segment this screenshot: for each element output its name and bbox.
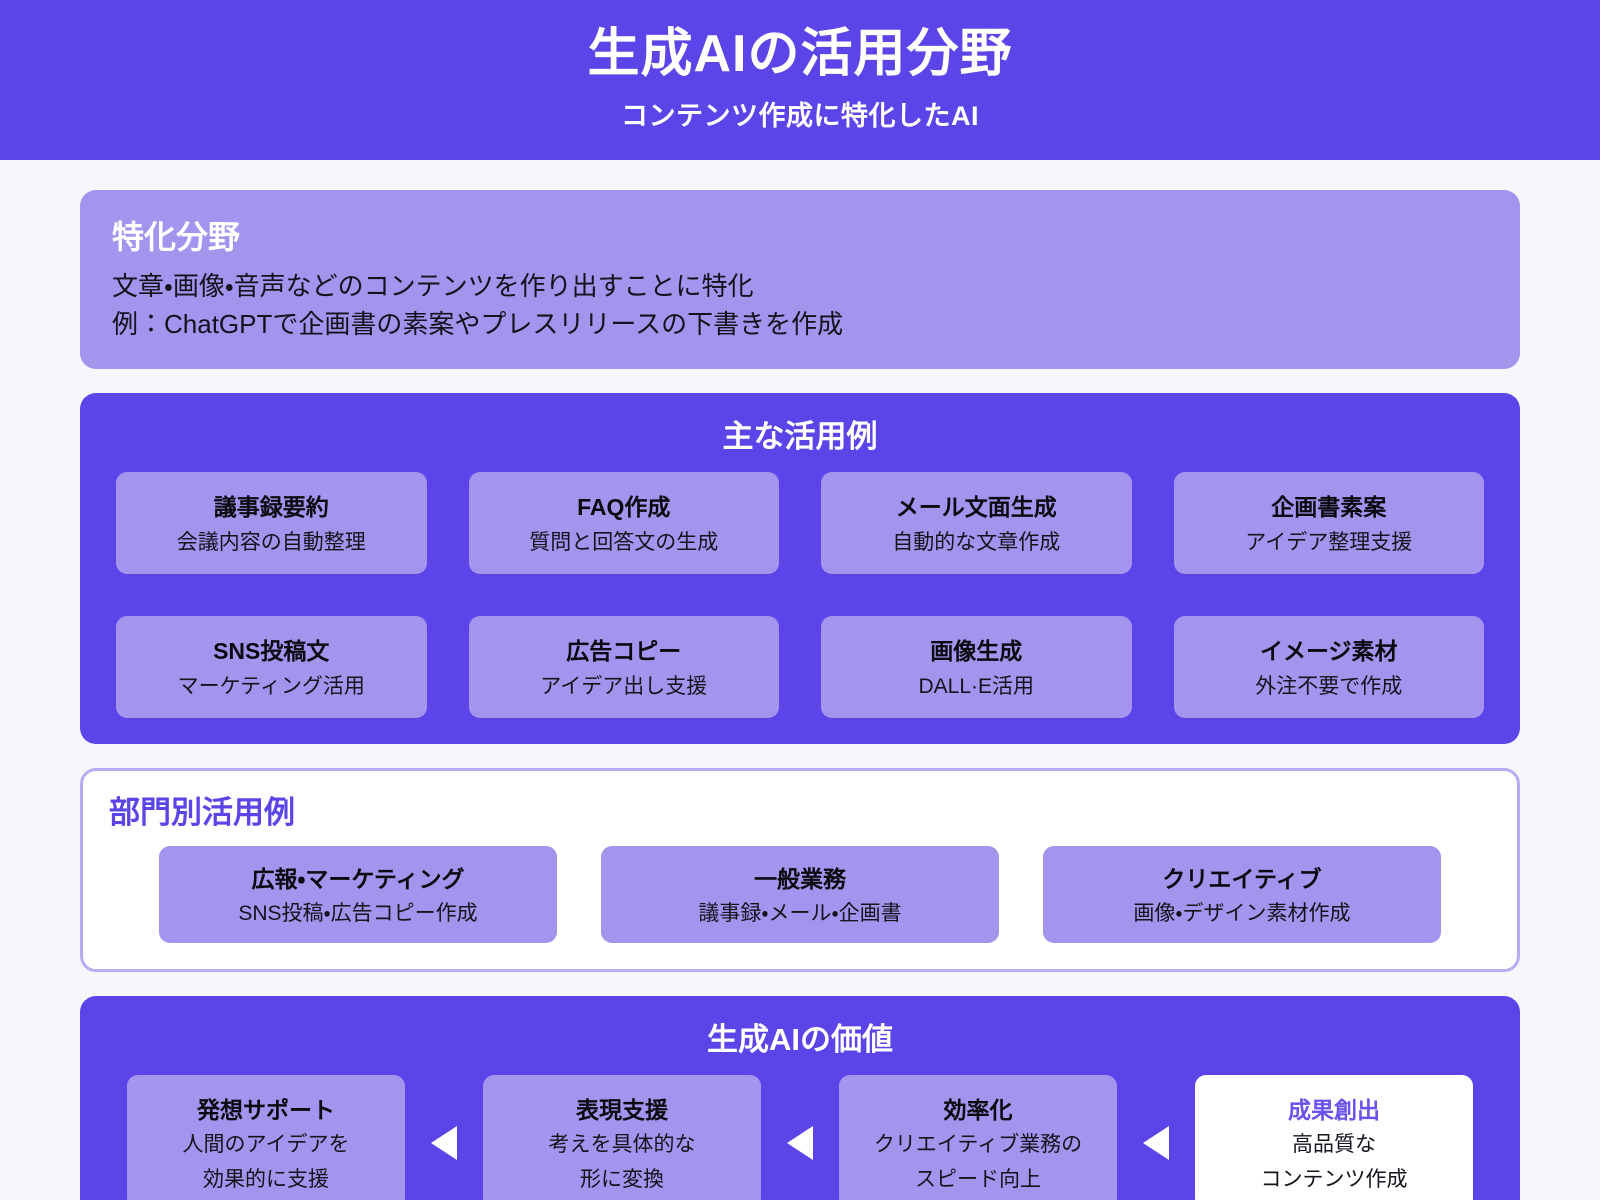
usage-card-title: 広告コピー: [566, 638, 682, 665]
content-area: 特化分野 文章・画像・音声などのコンテンツを作り出すことに特化 例：ChatGP…: [0, 160, 1600, 1200]
value-step-desc-line-1: 人間のアイデアを: [182, 1133, 350, 1157]
value-step-desc-line-2: 形に変換: [580, 1167, 664, 1191]
flow-arrow-left-icon: [1117, 1075, 1195, 1200]
usage-card[interactable]: SNS投稿文 マーケティング活用: [116, 616, 427, 719]
value-step-desc-line-2: コンテンツ作成: [1260, 1167, 1408, 1191]
page-title: 生成AIの活用分野: [587, 25, 1013, 84]
department-card-desc: 画像・デザイン素材作成: [1133, 902, 1351, 926]
value-section-title: 生成AIの価値: [707, 1022, 893, 1058]
department-card[interactable]: 広報・マーケティング SNS投稿・広告コピー作成: [159, 846, 557, 944]
usage-card[interactable]: メール文面生成 自動的な文章作成: [821, 472, 1132, 575]
usage-card-title: SNS投稿文: [213, 638, 330, 665]
value-step-desc-line-1: 考えを具体的な: [548, 1133, 696, 1157]
value-step-card[interactable]: 発想サポート 人間のアイデアを 効果的に支援: [127, 1075, 405, 1200]
usage-examples-section: 主な活用例 議事録要約 会議内容の自動整理 FAQ作成 質問と回答文の生成 メー…: [80, 393, 1520, 745]
value-section: 生成AIの価値 発想サポート 人間のアイデアを 効果的に支援 表現支援 考えを具…: [80, 996, 1520, 1200]
usage-card-desc: DALL·E活用: [918, 675, 1035, 699]
flow-arrow-left-icon: [405, 1075, 483, 1200]
department-card[interactable]: 一般業務 議事録・メール・企画書: [601, 846, 999, 944]
value-flow: 発想サポート 人間のアイデアを 効果的に支援 表現支援 考えを具体的な 形に変換…: [116, 1075, 1484, 1200]
specialty-line-1: 文章・画像・音声などのコンテンツを作り出すことに特化: [112, 271, 754, 301]
usage-card[interactable]: FAQ作成 質問と回答文の生成: [468, 472, 779, 575]
value-step-desc-line-1: 高品質な: [1292, 1133, 1376, 1157]
usage-card-title: 議事録要約: [213, 494, 329, 521]
usage-section-title: 主な活用例: [722, 419, 878, 455]
department-card-title: クリエイティブ: [1162, 866, 1322, 893]
usage-card-title: FAQ作成: [577, 494, 671, 521]
department-section-title: 部門別活用例: [109, 795, 295, 831]
usage-card-desc: アイデア整理支援: [1245, 531, 1413, 555]
usage-card[interactable]: 広告コピー アイデア出し支援: [468, 616, 779, 719]
department-card-grid: 広報・マーケティング SNS投稿・広告コピー作成 一般業務 議事録・メール・企画…: [109, 846, 1491, 944]
usage-card[interactable]: 企画書素案 アイデア整理支援: [1173, 472, 1484, 575]
triangle-left-icon: [431, 1125, 457, 1160]
specialty-section: 特化分野 文章・画像・音声などのコンテンツを作り出すことに特化 例：ChatGP…: [80, 190, 1520, 370]
usage-card-desc: 会議内容の自動整理: [176, 531, 366, 555]
triangle-left-icon: [787, 1125, 813, 1160]
department-card-title: 一般業務: [754, 866, 846, 893]
triangle-left-icon: [1143, 1125, 1169, 1160]
usage-card-desc: アイデア出し支援: [540, 675, 708, 699]
department-examples-section: 部門別活用例 広報・マーケティング SNS投稿・広告コピー作成 一般業務 議事録…: [80, 768, 1520, 973]
value-step-desc-line-2: スピード向上: [915, 1167, 1041, 1191]
flow-arrow-left-icon: [761, 1075, 839, 1200]
department-card-desc: SNS投稿・広告コピー作成: [238, 902, 478, 926]
usage-card[interactable]: 画像生成 DALL·E活用: [821, 616, 1132, 719]
department-card-title: 広報・マーケティング: [251, 866, 465, 893]
value-step-desc-line-2: 効果的に支援: [203, 1167, 329, 1191]
page-subtitle: コンテンツ作成に特化したAI: [621, 100, 979, 131]
department-card[interactable]: クリエイティブ 画像・デザイン素材作成: [1043, 846, 1441, 944]
usage-card-desc: 質問と回答文の生成: [529, 531, 719, 555]
usage-card-title: メール文面生成: [895, 494, 1057, 521]
specialty-line-2: 例：ChatGPTで企画書の素案やプレスリリースの下書きを作成: [112, 308, 844, 339]
value-step-title: 効率化: [943, 1097, 1013, 1124]
usage-card[interactable]: イメージ素材 外注不要で作成: [1173, 616, 1484, 719]
usage-card-title: イメージ素材: [1259, 638, 1398, 665]
usage-card-desc: 自動的な文章作成: [892, 531, 1061, 555]
usage-card-grid: 議事録要約 会議内容の自動整理 FAQ作成 質問と回答文の生成 メール文面生成 …: [116, 472, 1484, 719]
usage-card-desc: 外注不要で作成: [1255, 675, 1403, 699]
value-step-card[interactable]: 効率化 クリエイティブ業務の スピード向上: [839, 1075, 1117, 1200]
value-step-title: 発想サポート: [197, 1097, 335, 1124]
usage-card[interactable]: 議事録要約 会議内容の自動整理: [116, 472, 427, 575]
value-step-desc-line-1: クリエイティブ業務の: [873, 1133, 1083, 1157]
page-header: 生成AIの活用分野 コンテンツ作成に特化したAI: [0, 0, 1600, 160]
value-step-title: 表現支援: [576, 1097, 668, 1124]
usage-card-title: 画像生成: [930, 638, 1023, 665]
usage-card-title: 企画書素案: [1271, 494, 1387, 521]
value-step-card-highlight[interactable]: 成果創出 高品質な コンテンツ作成: [1195, 1075, 1473, 1200]
value-step-card[interactable]: 表現支援 考えを具体的な 形に変換: [483, 1075, 761, 1200]
value-step-title: 成果創出: [1288, 1097, 1380, 1124]
department-card-desc: 議事録・メール・企画書: [698, 902, 902, 926]
usage-card-desc: マーケティング活用: [177, 675, 365, 699]
specialty-title: 特化分野: [112, 219, 241, 255]
